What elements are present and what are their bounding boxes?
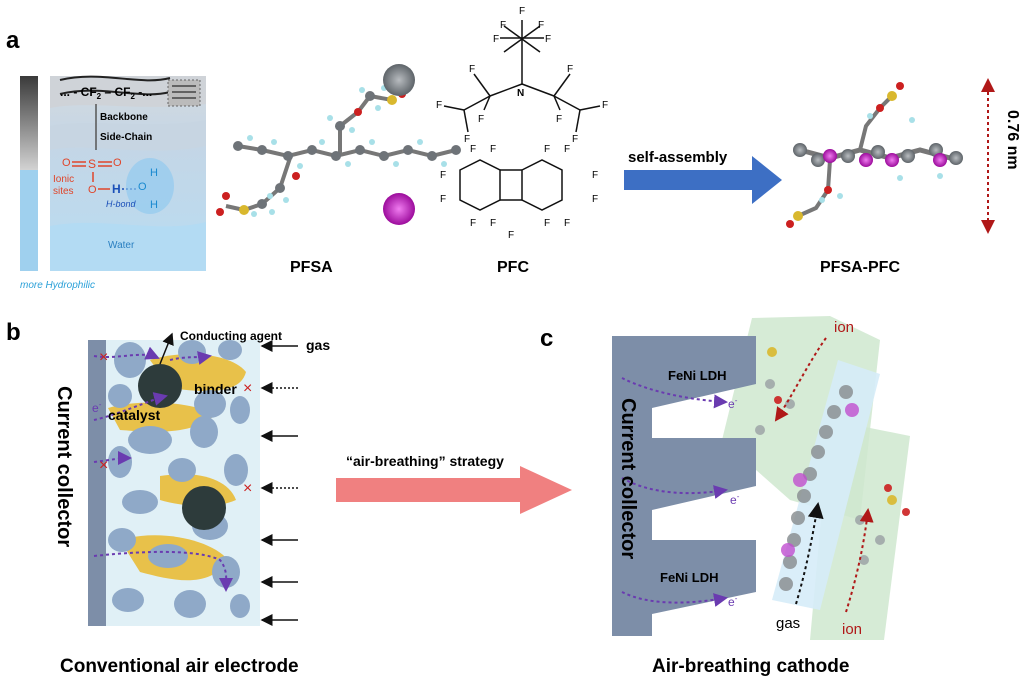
svg-text:F: F [440,194,446,205]
more-hydrophilic-label: more Hydrophilic [20,280,95,291]
atom-o-bottom: O [88,184,97,196]
svg-text:F: F [592,170,598,181]
backbone-formula: ... - CF2 – CF2 -... [60,85,152,101]
self-assembly-label: self-assembly [628,149,728,166]
air-breathing-title: Air-breathing cathode [652,656,849,677]
gas-label-c: gas [776,615,800,632]
block-mark-3: × [243,380,252,397]
carbon-particle-top [138,364,182,408]
svg-text:N: N [517,88,524,99]
current-collector-c-label: Current collector [617,398,639,559]
pfsa-label: PFSA [290,259,333,276]
svg-text:F: F [493,34,499,45]
svg-text:F: F [556,114,562,125]
self-assembly-arrow [624,156,782,204]
svg-text:F: F [436,100,442,111]
atom-h-water-top: H [150,167,158,179]
panel-label-b: b [6,319,21,346]
atom-o-water: O [138,181,147,193]
svg-text:F: F [464,134,470,145]
svg-text:F: F [478,114,484,125]
electron-label-b: e- [92,400,102,415]
svg-text:F: F [470,144,476,155]
pfsa-pfc-molecule [786,82,963,228]
size-label: 0.76 nm [1004,110,1021,170]
gas-label-b: gas [306,337,330,353]
carbon-particle-bottom [182,486,226,530]
svg-text:F: F [572,134,578,145]
h-bond-label: H-bond [106,199,137,209]
pfsa-pfc-label: PFSA-PFC [820,259,900,276]
block-mark-2: × [99,457,108,474]
air-breathing-cathode [612,316,910,640]
current-collector-b-label: Current collector [53,386,75,547]
hydrophilicity-scheme: ... - CF2 – CF2 -... Backbone Side-Chain… [20,75,206,291]
pfc-fluorine-labels: F F F F F F F F F F F F F N F F F F F F … [436,6,608,241]
svg-text:F: F [602,100,608,111]
electron-label-c2: e- [730,492,740,507]
pfc-label: PFC [497,259,529,276]
water-molecule [126,158,174,214]
svg-text:F: F [490,218,496,229]
backbone-label: Backbone [100,112,148,123]
svg-text:F: F [544,144,550,155]
ldh-label-bottom: FeNi LDH [660,570,719,585]
purple-sphere-icon [383,193,415,225]
panel-label-c: c [540,325,553,352]
side-chain-label: Side-Chain [100,132,152,143]
pfsa-molecule [216,85,461,217]
svg-text:F: F [567,64,573,75]
atom-o-left: O [62,157,71,169]
panel-label-a: a [6,27,20,54]
hydrophilic-gradient-bar-lower [20,170,38,271]
electron-label-c3: e- [728,594,738,609]
svg-text:F: F [564,144,570,155]
block-mark-1: × [99,349,108,366]
svg-text:F: F [519,6,525,17]
catalyst-label: catalyst [108,407,160,423]
gray-sphere-icon [383,64,415,96]
svg-text:F: F [440,170,446,181]
conventional-title: Conventional air electrode [60,656,299,677]
svg-text:F: F [545,34,551,45]
coil-icon [167,79,201,107]
atom-o-right: O [113,157,122,169]
strategy-label: “air-breathing” strategy [346,453,504,469]
ldh-label-top: FeNi LDH [668,368,727,383]
strategy-arrow [336,466,572,514]
svg-text:F: F [490,144,496,155]
current-collector-b [88,340,106,626]
svg-text:F: F [508,230,514,241]
svg-text:F: F [544,218,550,229]
svg-text:F: F [564,218,570,229]
conducting-agent-label: Conducting agent [180,329,282,343]
atom-h: H [112,182,121,196]
block-mark-4: × [243,480,252,497]
binder-label: binder [194,381,237,397]
ion-label-bottom: ion [842,621,862,638]
pfc-structure [443,20,601,211]
atom-s: S [88,157,96,171]
svg-text:F: F [592,194,598,205]
svg-text:F: F [469,64,475,75]
water-label: Water [108,240,135,251]
svg-text:F: F [470,218,476,229]
ion-label-top: ion [834,319,854,336]
svg-text:F: F [538,20,544,31]
atom-h-water-bottom: H [150,199,158,211]
svg-text:F: F [500,20,506,31]
conventional-electrode: × × × × [88,332,260,626]
electron-label-c1: e- [728,396,738,411]
gas-arrows-b [260,340,298,626]
